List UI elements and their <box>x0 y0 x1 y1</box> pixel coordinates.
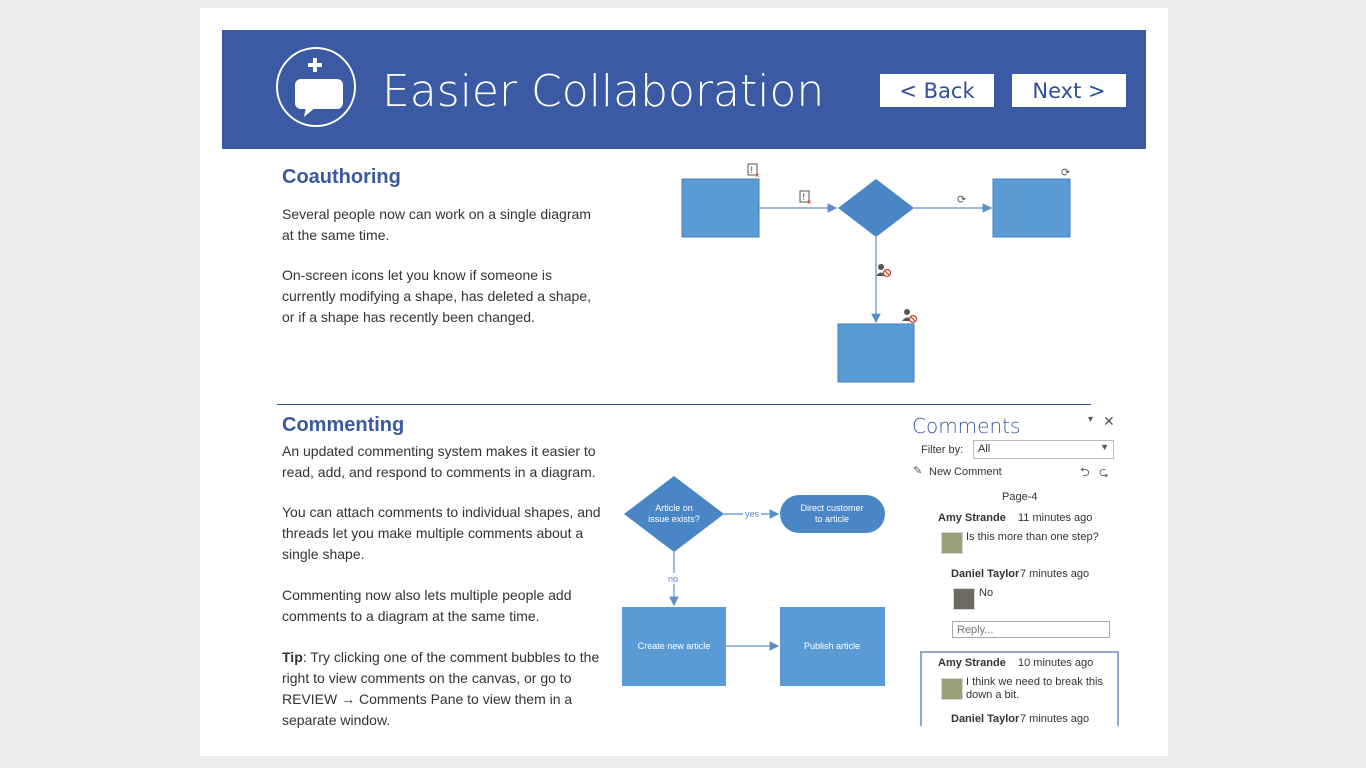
reply-input[interactable] <box>952 621 1110 638</box>
comment-time: 10 minutes ago <box>1018 657 1094 669</box>
coauthoring-paragraph-2: On-screen icons let you know if someone … <box>282 267 591 325</box>
commenting-paragraph-2: You can attach comments to individual sh… <box>282 504 601 562</box>
commenting-title: Commenting <box>282 414 405 436</box>
deleted-shape-icon: ! × <box>747 163 760 180</box>
comment-author: Daniel Taylor <box>951 713 1020 725</box>
decision-shape[interactable] <box>624 476 724 552</box>
direct-customer-shape[interactable] <box>780 495 885 533</box>
shape-bottom-rect <box>837 323 915 383</box>
publish-text: Publish article <box>804 641 860 651</box>
avatar <box>953 588 975 610</box>
deleted-shape-icon-2: ! × <box>799 190 812 207</box>
previous-comment-icon[interactable]: ⮌ <box>1080 465 1090 479</box>
publish-article-shape[interactable] <box>780 607 885 686</box>
new-comment-button[interactable]: New Comment <box>929 466 1002 478</box>
shape-left-rect <box>681 178 760 238</box>
shape-decision <box>838 179 914 237</box>
svg-text:×: × <box>755 171 760 180</box>
tip-label: Tip <box>282 649 303 665</box>
comment-text: I think we need to break this down a bit… <box>966 676 1103 701</box>
filter-value: All <box>978 443 991 455</box>
no-label: no <box>668 574 678 584</box>
pane-options-icon[interactable]: ▾ <box>1088 414 1094 425</box>
tip-text: : Try clicking one of the comment bubble… <box>282 649 600 728</box>
commenting-paragraph-1: An updated commenting system makes it ea… <box>282 443 596 480</box>
create-article-shape[interactable] <box>622 607 726 686</box>
user-editing-icon <box>876 264 892 278</box>
direct-text-line1: Direct customer <box>800 503 863 513</box>
page-title: Easier Collaboration <box>382 66 825 117</box>
create-text: Create new article <box>638 641 711 651</box>
coauthoring-paragraph-1: Several people now can work on a single … <box>282 206 591 243</box>
back-button[interactable]: < Back <box>880 74 994 107</box>
comment-add-icon <box>276 47 356 127</box>
svg-text:×: × <box>807 198 812 207</box>
coauthoring-title: Coauthoring <box>282 166 401 188</box>
svg-text:!: ! <box>751 165 754 175</box>
section-divider <box>277 404 1091 405</box>
commenting-paragraph-3: Commenting now also lets multiple people… <box>282 587 572 624</box>
comment-text: Is this more than one step? <box>966 531 1099 543</box>
comment-author: Daniel Taylor <box>951 568 1020 580</box>
avatar <box>941 678 963 700</box>
avatar <box>941 532 963 554</box>
next-button[interactable]: Next > <box>1012 74 1126 107</box>
yes-label: yes <box>745 509 760 519</box>
user-editing-icon-2 <box>902 309 918 324</box>
commenting-tip: Tip: Try clicking one of the comment bub… <box>282 647 602 731</box>
decision-text-line2: issue exists? <box>648 514 700 524</box>
svg-text:!: ! <box>803 192 806 202</box>
comment-thread[interactable] <box>920 651 1119 726</box>
direct-text-line2: to article <box>815 514 849 524</box>
comments-pane-title: Comments <box>912 414 1021 438</box>
comment-time: 7 minutes ago <box>1020 713 1090 725</box>
comment-time: 11 minutes ago <box>1018 512 1093 524</box>
chevron-down-icon: ▼ <box>1100 442 1109 452</box>
shape-right-rect <box>992 178 1071 238</box>
refresh-icon-2: ⟳ <box>1061 166 1070 179</box>
page-label: Page-4 <box>1002 491 1038 503</box>
comment-time: 7 minutes ago <box>1020 568 1090 580</box>
close-icon[interactable]: ✕ <box>1103 413 1115 429</box>
filter-label: Filter by: <box>921 444 964 456</box>
new-comment-icon[interactable]: ✎ <box>913 465 923 477</box>
refresh-icon: ⟳ <box>957 193 966 206</box>
filter-select[interactable]: All ▼ <box>973 440 1114 459</box>
comment-author: Amy Strande <box>938 657 1006 669</box>
comment-text: No <box>979 587 994 599</box>
next-comment-icon[interactable]: ⮎ <box>1099 465 1109 479</box>
decision-text-line1: Article on <box>655 503 693 513</box>
comment-author: Amy Strande <box>938 512 1006 524</box>
